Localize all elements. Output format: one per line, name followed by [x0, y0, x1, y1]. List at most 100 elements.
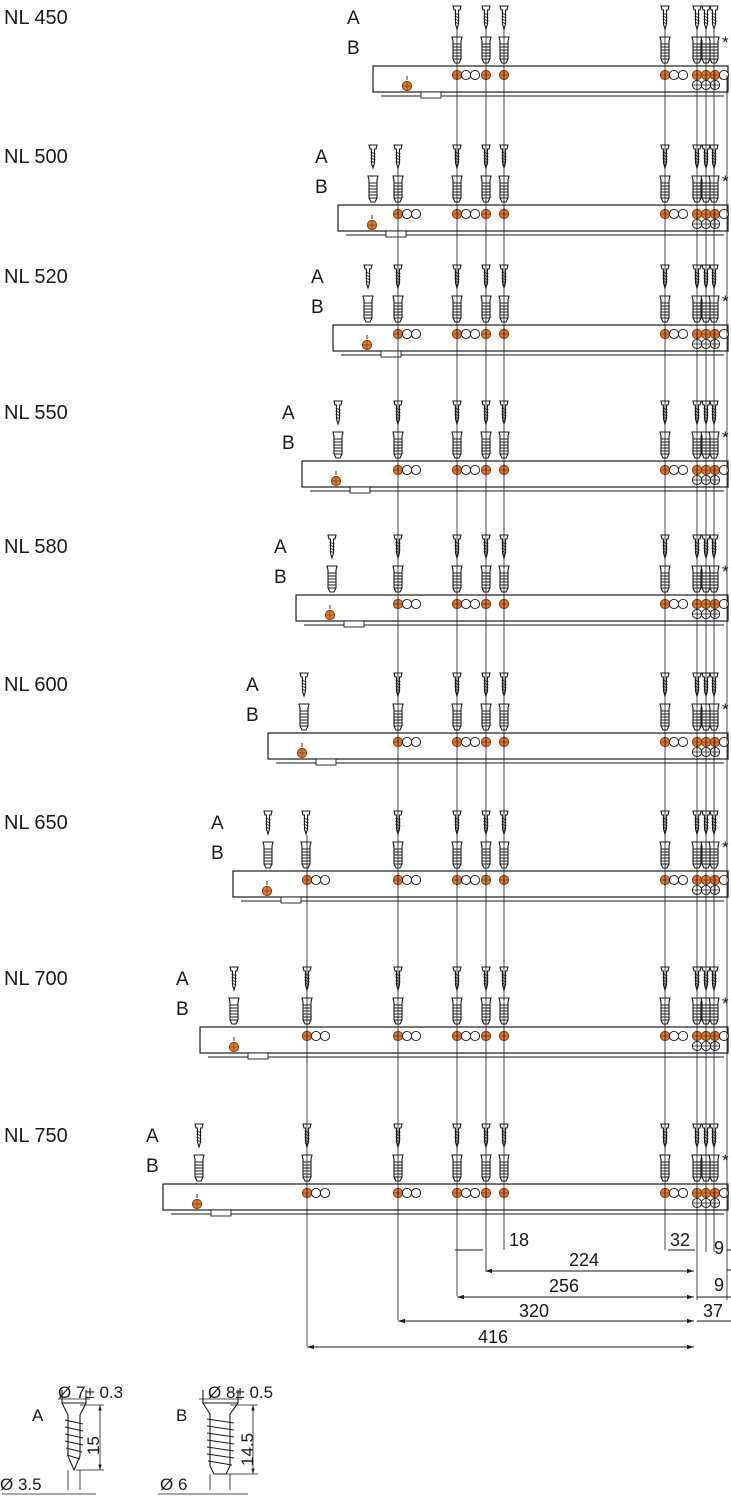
- screw-b-icon: [332, 431, 344, 459]
- screw-b-icon: [193, 1154, 205, 1182]
- model-label: NL 520: [4, 266, 68, 288]
- spare-hole-icon: [460, 208, 472, 220]
- screw-a-icon: [327, 534, 337, 559]
- front-fixing-hole-icon: [228, 1041, 240, 1053]
- screw-row-a-label: A: [176, 969, 189, 990]
- front-fixing-hole-icon: [330, 475, 342, 487]
- rail-clip: [210, 1209, 232, 1217]
- spare-hole-icon: [677, 1030, 689, 1042]
- spare-hole-icon: [410, 1030, 422, 1042]
- dim-256: 256: [549, 1276, 579, 1296]
- spare-hole-icon: [469, 464, 481, 476]
- used-hole-icon: [709, 69, 721, 81]
- asterisk-note: *: [722, 838, 729, 857]
- dim-9-top: 9: [714, 1238, 724, 1258]
- front-fixing-hole-icon: [361, 339, 373, 351]
- rail-clip: [343, 620, 365, 628]
- rear-hole-icon: [709, 884, 721, 896]
- runner-rail: [267, 732, 729, 760]
- used-hole-icon: [709, 328, 721, 340]
- screw-b-detail: [158, 1390, 258, 1495]
- spare-hole-icon: [410, 736, 422, 748]
- asterisk-note: *: [722, 1151, 729, 1170]
- runner-rail: [162, 1183, 729, 1211]
- spare-hole-icon: [410, 208, 422, 220]
- asterisk-note: *: [722, 33, 729, 52]
- spare-hole-icon: [310, 1030, 322, 1042]
- screw-row-a-label: A: [282, 403, 295, 424]
- screw-a-icon: [660, 5, 670, 30]
- spare-hole-icon: [460, 69, 472, 81]
- front-fixing-hole-icon: [324, 609, 336, 621]
- spare-hole-icon: [677, 69, 689, 81]
- rear-hole-icon: [709, 608, 721, 620]
- dim-37: 37: [703, 1301, 723, 1321]
- spare-hole-icon: [401, 598, 413, 610]
- used-hole-icon: [709, 598, 721, 610]
- spare-hole-icon: [677, 1187, 689, 1199]
- screw-row-a-label: A: [347, 8, 360, 29]
- rail-clip: [385, 230, 407, 238]
- spare-hole-icon: [469, 328, 481, 340]
- screw-row-b-label: B: [211, 843, 224, 864]
- model-label: NL 650: [4, 812, 68, 834]
- spare-hole-icon: [460, 1030, 472, 1042]
- spare-hole-icon: [310, 1187, 322, 1199]
- screw-b-shank-diameter: Ø 6: [160, 1475, 187, 1494]
- screw-b-length: 14.5: [238, 1433, 257, 1466]
- spare-hole-icon: [319, 1187, 331, 1199]
- front-fixing-hole-icon: [261, 885, 273, 897]
- front-fixing-hole-icon: [366, 219, 378, 231]
- asterisk-note: *: [722, 172, 729, 191]
- used-hole-icon: [709, 874, 721, 886]
- spare-hole-icon: [401, 736, 413, 748]
- runner-rail: [295, 594, 729, 622]
- dim-18: 18: [509, 1230, 529, 1250]
- rear-hole-icon: [709, 746, 721, 758]
- dimension-block: [307, 1249, 731, 1350]
- model-label: NL 550: [4, 402, 68, 424]
- dim-9-bottom: 9: [714, 1275, 724, 1295]
- screw-b-head-diameter: Ø 8± 0.5: [208, 1383, 273, 1402]
- spare-hole-icon: [401, 208, 413, 220]
- spare-hole-icon: [469, 1030, 481, 1042]
- screw-b-icon: [300, 841, 312, 869]
- screw-row-b-label: B: [347, 38, 360, 59]
- rail-clip: [380, 350, 402, 358]
- screw-a-icon: [499, 5, 509, 30]
- screw-a-icon: [393, 144, 403, 169]
- used-hole-icon: [709, 464, 721, 476]
- used-hole-icon: [709, 736, 721, 748]
- spare-hole-icon: [460, 464, 472, 476]
- spare-hole-icon: [410, 464, 422, 476]
- rear-hole-icon: [709, 1040, 721, 1052]
- spare-hole-icon: [469, 736, 481, 748]
- rail-clip: [315, 758, 337, 766]
- screw-b-icon: [362, 295, 374, 323]
- screw-row-a-label: A: [311, 267, 324, 288]
- spare-hole-icon: [460, 328, 472, 340]
- spare-hole-icon: [401, 1187, 413, 1199]
- screw-b-label: B: [176, 1406, 187, 1425]
- screw-row-a-label: A: [146, 1126, 159, 1147]
- screw-a-detail: [2, 1390, 104, 1495]
- model-label: NL 450: [4, 7, 68, 29]
- screw-a-icon: [701, 5, 711, 30]
- rear-hole-icon: [709, 474, 721, 486]
- model-label: NL 500: [4, 146, 68, 168]
- spare-hole-icon: [460, 598, 472, 610]
- rail-clip: [420, 91, 442, 99]
- screw-b-icon: [326, 565, 338, 593]
- spare-hole-icon: [668, 874, 680, 886]
- dim-32: 32: [670, 1230, 690, 1250]
- screw-a-icon: [452, 5, 462, 30]
- spare-hole-icon: [668, 208, 680, 220]
- spare-hole-icon: [677, 208, 689, 220]
- rail-clip: [280, 896, 302, 904]
- screw-a-icon: [709, 5, 719, 30]
- model-label: NL 700: [4, 968, 68, 990]
